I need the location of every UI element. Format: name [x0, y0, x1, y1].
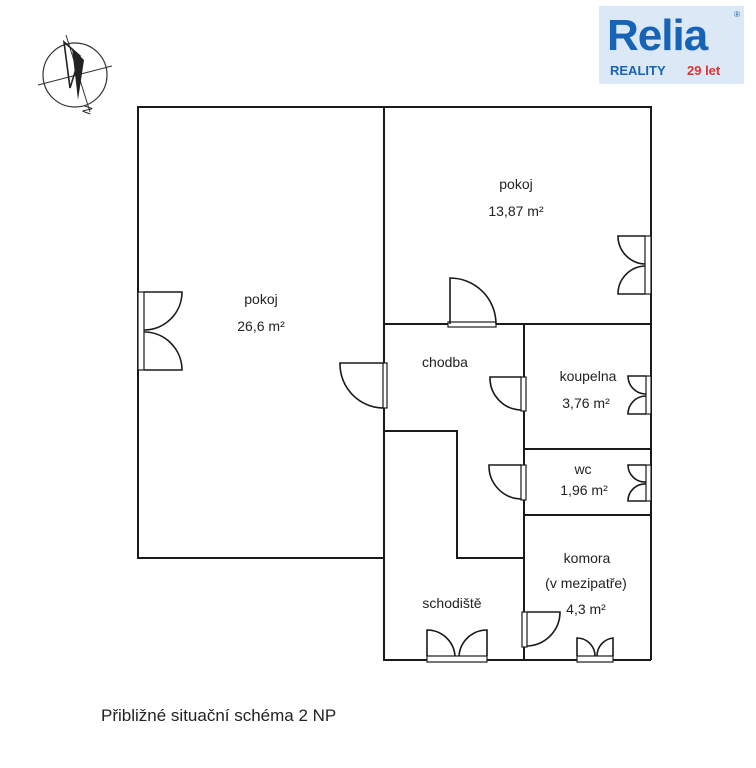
plan-caption: Přibližné situační schéma 2 NP — [101, 706, 337, 725]
logo-registered: ® — [734, 10, 740, 19]
room-name: chodba — [422, 354, 468, 370]
room-name: schodiště — [422, 595, 481, 611]
room-area: 3,76 m² — [562, 395, 610, 411]
room-name: komora — [564, 550, 611, 566]
room-name: wc — [573, 461, 591, 477]
window-komora — [576, 637, 614, 663]
north-label: N — [79, 103, 95, 116]
wall-stairwell — [384, 430, 524, 559]
room-area: 26,6 m² — [237, 318, 285, 334]
room-name: pokoj — [244, 291, 277, 307]
window-schodiste — [426, 629, 488, 663]
openings — [137, 235, 652, 663]
door-komora — [521, 611, 561, 648]
door-pokoj-large — [339, 362, 388, 409]
room-name: koupelna — [560, 368, 617, 384]
door-koupelna — [489, 376, 527, 412]
room-area: 4,3 m² — [566, 601, 606, 617]
logo-brand: Relia — [607, 11, 708, 60]
room-name: pokoj — [499, 176, 532, 192]
window-pokoj-small — [617, 235, 652, 295]
window-wc — [627, 464, 652, 502]
logo-line1: REALITY — [610, 63, 666, 78]
window-koupelna — [627, 375, 652, 415]
room-note: (v mezipatře) — [545, 575, 627, 591]
room-area: 13,87 m² — [488, 203, 544, 219]
north-arrow-icon: N — [37, 34, 113, 116]
door-wc — [488, 464, 527, 501]
room-area: 1,96 m² — [560, 482, 608, 498]
relia-logo: Relia ® REALITY 29 let — [599, 6, 744, 84]
door-pokoj-small — [447, 277, 497, 328]
window-pokoj-large — [137, 291, 183, 371]
logo-line2: 29 let — [687, 63, 721, 78]
room-labels: pokoj 26,6 m² pokoj 13,87 m² chodba koup… — [237, 176, 627, 617]
wall-bottom — [383, 431, 651, 661]
